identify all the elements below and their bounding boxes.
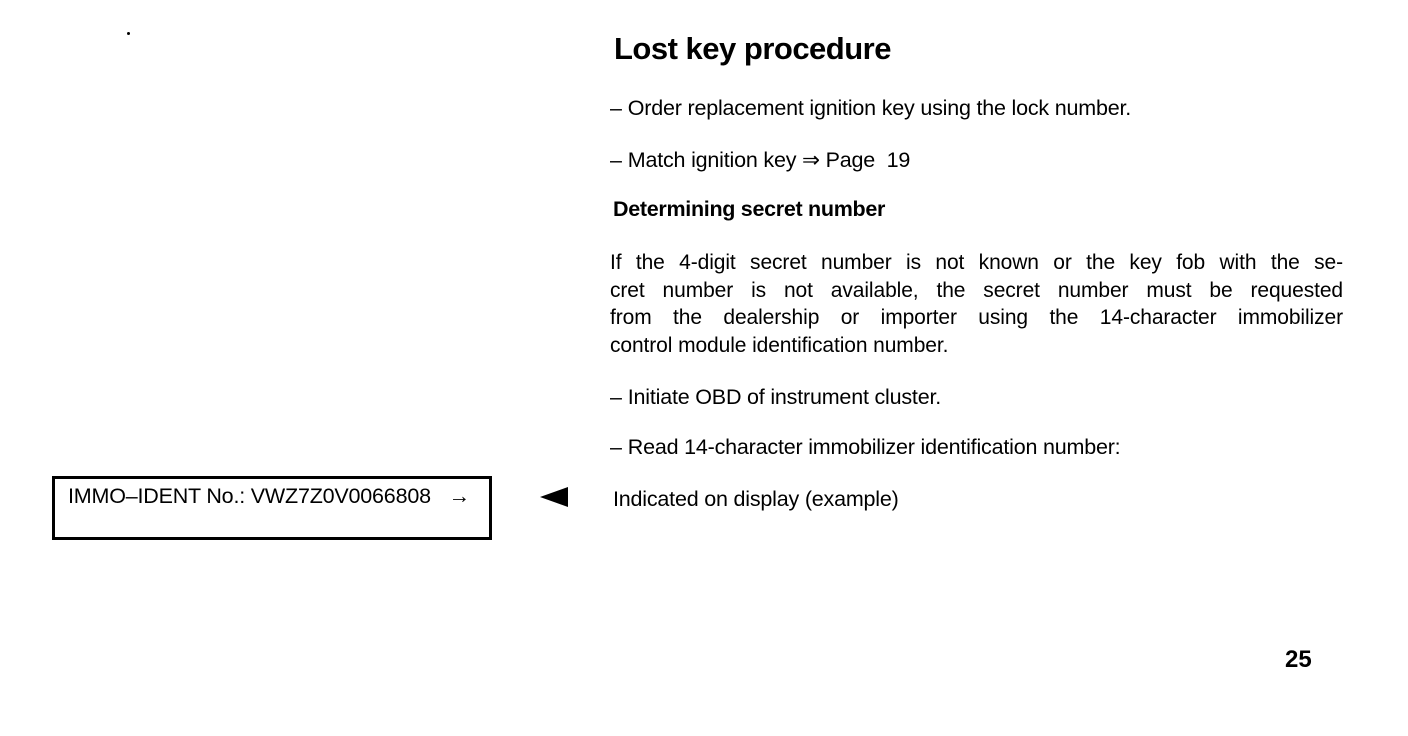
display-example-note: Indicated on display (example)	[613, 487, 899, 511]
step-match-ignition-key: – Match ignition key ⇒ Page 19	[610, 147, 910, 173]
right-arrow-icon: →	[448, 484, 471, 508]
dash-bullet: –	[610, 385, 622, 409]
dash-bullet: –	[610, 148, 622, 172]
pointer-left-icon	[540, 487, 568, 507]
immo-ident-value: VWZ7Z0V0066808	[250, 484, 431, 508]
paragraph-line: cret number is not available, the secret…	[610, 278, 1343, 302]
step-text: Order replacement ignition key using the…	[627, 96, 1132, 120]
paragraph-line: control module identification number.	[610, 333, 949, 357]
immo-ident-label: IMMO–IDENT No.:	[68, 484, 245, 508]
step-text: Read 14-character immobilizer identifica…	[627, 435, 1121, 459]
dash-bullet: –	[610, 96, 622, 120]
section-subheading: Determining secret number	[613, 197, 886, 221]
page-number: 25	[1285, 646, 1312, 673]
step-text: Match ignition key ⇒ Page 19	[627, 148, 911, 172]
body-paragraph: If the 4-digit secret number is not know…	[610, 249, 1343, 359]
step-order-replacement-key: – Order replacement ignition key using t…	[610, 95, 1131, 121]
step-initiate-obd: – Initiate OBD of instrument cluster.	[610, 384, 941, 410]
paragraph-line: If the 4-digit secret number is not know…	[610, 251, 1343, 274]
step-read-immobilizer-number: – Read 14-character immobilizer identifi…	[610, 434, 1121, 460]
paragraph-line: from the dealership or importer using th…	[610, 306, 1343, 330]
scan-speck-artifact	[127, 32, 130, 35]
immo-ident-display-box: IMMO–IDENT No.: VWZ7Z0V0066808 →	[52, 476, 492, 540]
dash-bullet: –	[610, 435, 622, 459]
page-title: Lost key procedure	[614, 31, 891, 66]
step-text: Initiate OBD of instrument cluster.	[627, 385, 942, 409]
